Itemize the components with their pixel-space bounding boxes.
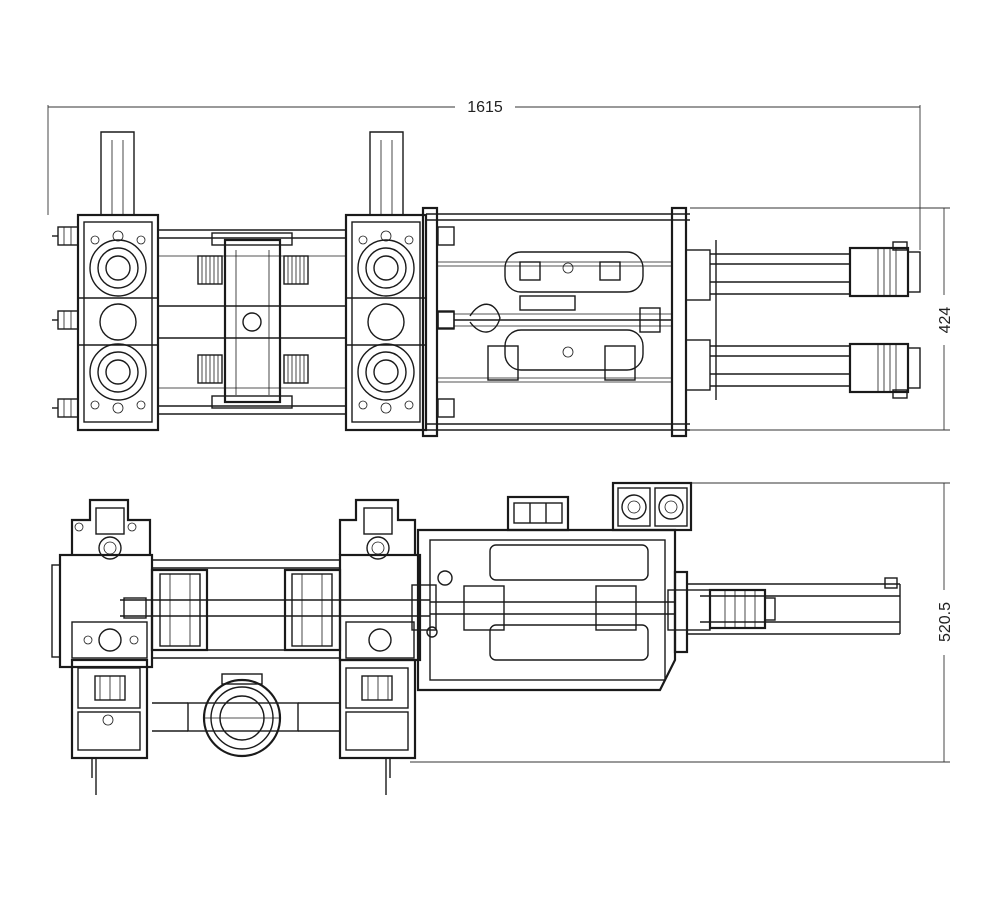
hydraulic-cylinders — [685, 240, 921, 400]
side-view — [51, 481, 901, 795]
middle-head-block — [344, 213, 428, 432]
finned-coolers — [197, 255, 309, 384]
top-right-motor — [611, 481, 693, 532]
left-bolts — [52, 226, 79, 418]
side-platens — [150, 568, 342, 652]
left-end-block — [51, 498, 154, 795]
dimension-overall-length-label: 1615 — [467, 99, 503, 116]
dimension-overall-length: 1615 — [47, 99, 921, 250]
injection-unit — [437, 251, 672, 381]
top-control-box — [506, 495, 570, 532]
left-head-block — [76, 213, 160, 432]
tie-bars — [158, 229, 346, 415]
moving-platen — [211, 232, 293, 409]
dimension-side-view-height-label: 520.5 — [937, 602, 954, 642]
dimension-top-view-height-label: 424 — [937, 307, 954, 334]
fixed-plate — [421, 206, 439, 438]
right-post — [369, 131, 404, 215]
dimension-side-view-height: 520.5 — [410, 482, 954, 763]
round-support — [152, 673, 340, 758]
dimension-top-view-height: 424 — [690, 207, 954, 431]
side-cylinder — [667, 570, 901, 654]
middle-end-block — [338, 498, 422, 795]
middle-bolts — [437, 226, 455, 418]
top-view — [52, 131, 921, 438]
end-plate — [670, 206, 688, 438]
left-post — [100, 131, 135, 215]
main-housing — [411, 528, 677, 692]
tension-rods — [426, 213, 690, 431]
side-tie-bars — [120, 559, 430, 659]
